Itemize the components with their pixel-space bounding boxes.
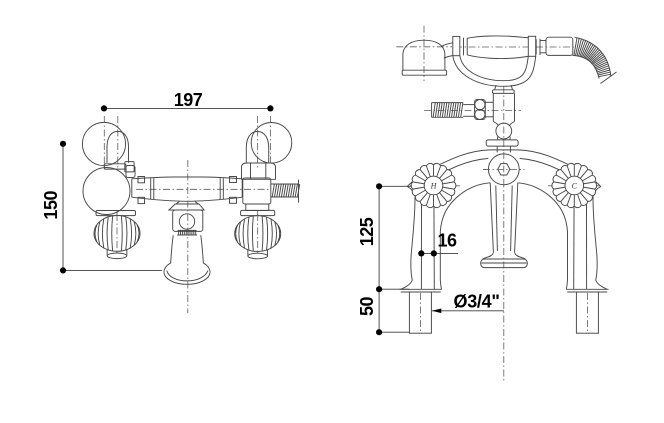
svg-text:50: 50 (357, 297, 377, 317)
svg-text:197: 197 (174, 90, 203, 110)
svg-text:16: 16 (437, 231, 457, 251)
svg-text:C: C (572, 182, 578, 191)
svg-text:Ø3/4": Ø3/4" (454, 292, 500, 312)
svg-text:150: 150 (41, 191, 61, 220)
svg-text:125: 125 (357, 217, 377, 246)
